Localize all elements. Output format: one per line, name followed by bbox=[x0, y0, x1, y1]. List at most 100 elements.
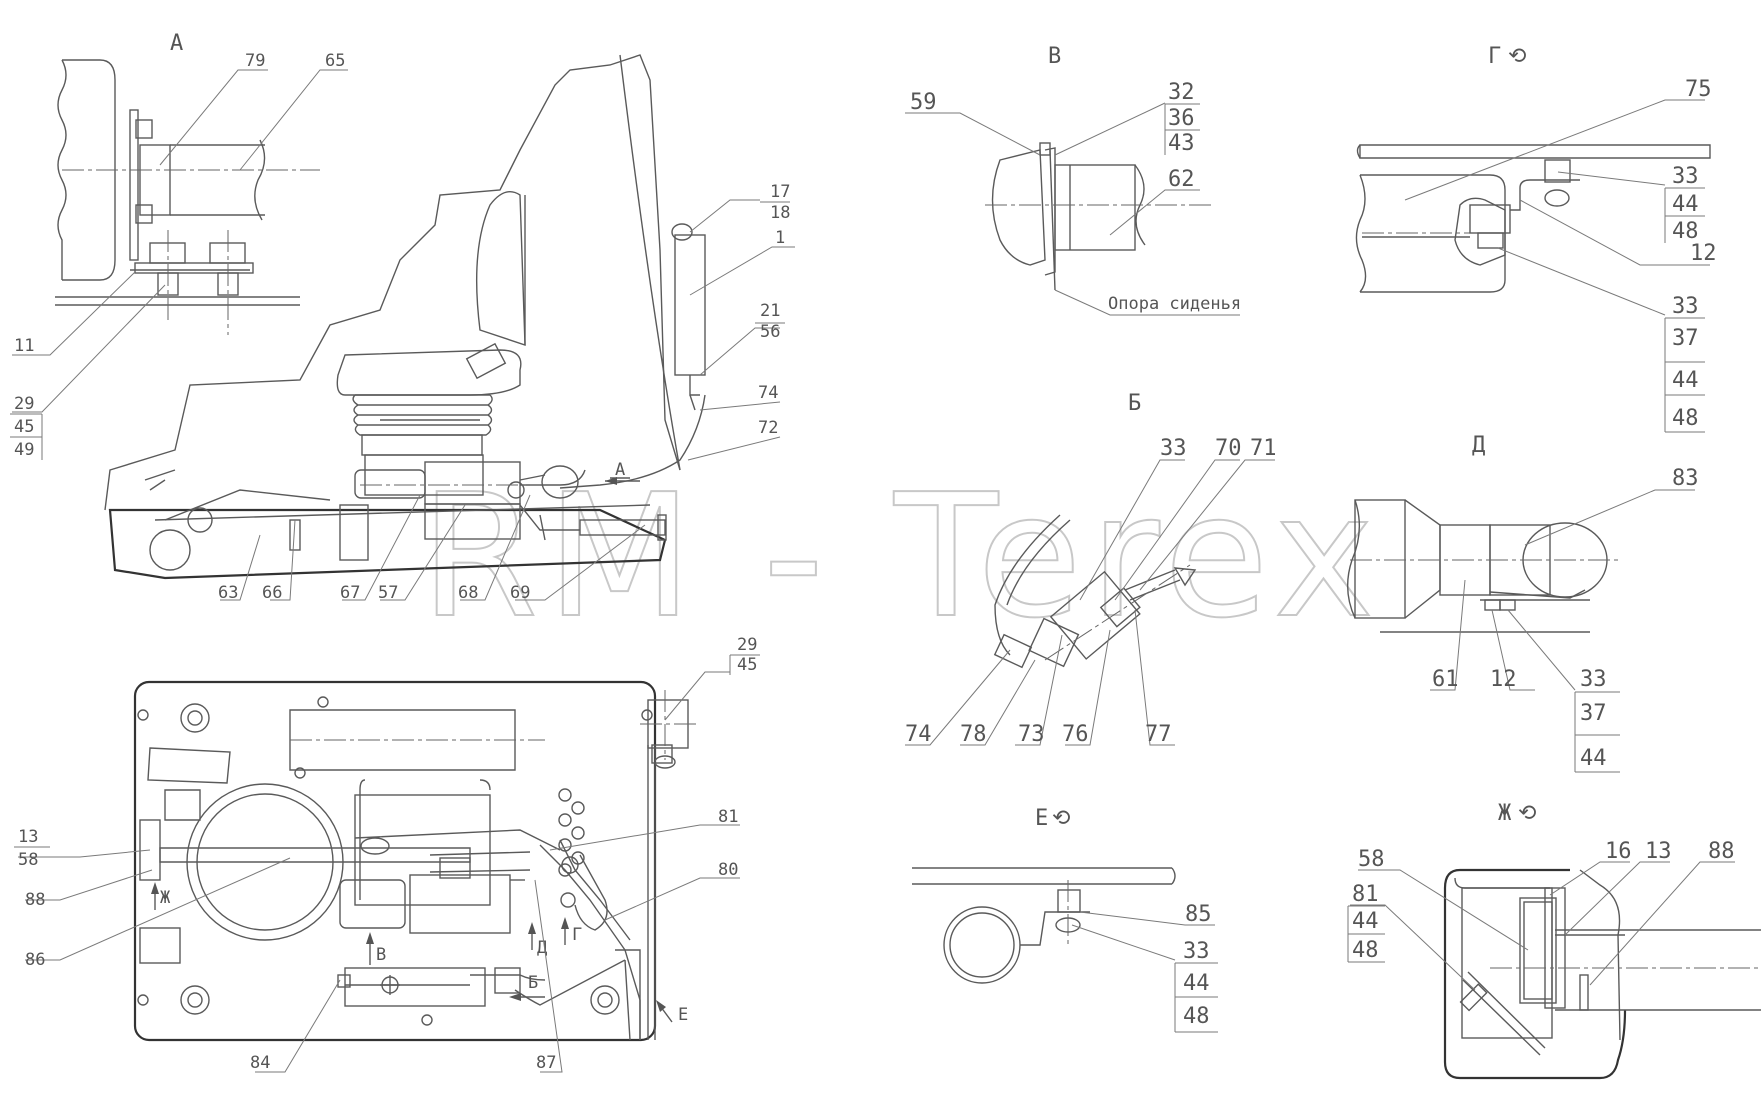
svg-text:Г: Г bbox=[1488, 44, 1501, 69]
view-e: Е ⟲ 85 33 44 48 bbox=[912, 806, 1218, 1033]
callout-88-zh: 88 bbox=[1708, 839, 1735, 864]
view-a: А 79 65 11 29 45 49 bbox=[10, 31, 348, 460]
svg-text:48: 48 bbox=[1352, 938, 1379, 963]
callout-68: 68 bbox=[458, 583, 478, 603]
callout-1: 1 bbox=[775, 228, 785, 248]
callout-16: 16 bbox=[1605, 839, 1632, 864]
svg-text:17: 17 bbox=[770, 182, 790, 202]
callout-59: 59 bbox=[910, 90, 937, 115]
svg-text:44: 44 bbox=[1672, 192, 1699, 217]
rotation-icon: ⟲ bbox=[1508, 44, 1526, 69]
svg-text:81: 81 bbox=[1352, 882, 1379, 907]
svg-text:44: 44 bbox=[1580, 746, 1607, 771]
svg-text:48: 48 bbox=[1183, 1004, 1210, 1029]
callout-86: 86 bbox=[25, 950, 45, 970]
view-d-title: Д bbox=[1472, 433, 1485, 458]
callout-12-d: 12 bbox=[1490, 667, 1517, 692]
callout-71: 71 bbox=[1250, 436, 1277, 461]
callout-66: 66 bbox=[262, 583, 282, 603]
view-v-title: В bbox=[1048, 44, 1061, 69]
callout-stack-13-58: 13 58 bbox=[14, 827, 50, 870]
svg-text:33: 33 bbox=[1580, 667, 1607, 692]
svg-text:18: 18 bbox=[770, 203, 790, 223]
callout-65: 65 bbox=[325, 51, 345, 71]
callout-62: 62 bbox=[1168, 167, 1195, 192]
arrow-label-v: В bbox=[376, 945, 386, 965]
callout-70: 70 bbox=[1215, 436, 1242, 461]
callout-84: 84 bbox=[250, 1053, 270, 1073]
arrow-label-e: Е bbox=[678, 1005, 688, 1025]
svg-text:36: 36 bbox=[1168, 106, 1195, 131]
view-zh-title: Ж ⟲ bbox=[1498, 801, 1536, 826]
callout-13-zh: 13 bbox=[1645, 839, 1672, 864]
callout-58-zh: 58 bbox=[1358, 847, 1385, 872]
callout-73: 73 bbox=[1018, 722, 1045, 747]
svg-text:44: 44 bbox=[1352, 909, 1379, 934]
svg-text:37: 37 bbox=[1672, 326, 1699, 351]
view-zh: Ж ⟲ 58 16 13 88 81 44 48 bbox=[1347, 801, 1761, 1080]
svg-text:48: 48 bbox=[1672, 406, 1699, 431]
hole-pattern bbox=[558, 788, 585, 877]
svg-text:13: 13 bbox=[18, 827, 38, 847]
callout-72: 72 bbox=[758, 418, 778, 438]
callout-11: 11 bbox=[14, 336, 34, 356]
callout-stack-29-45: 29 45 bbox=[729, 635, 760, 675]
view-g-title: Г ⟲ bbox=[1488, 44, 1526, 69]
callout-stack-33-44-48-e: 33 44 48 bbox=[1174, 939, 1218, 1033]
view-d: Д 83 61 12 33 37 44 bbox=[1347, 433, 1699, 773]
svg-text:33: 33 bbox=[1183, 939, 1210, 964]
callout-87: 87 bbox=[536, 1053, 556, 1073]
callout-stack-33-44-48-a: 33 44 48 bbox=[1664, 164, 1705, 244]
callout-12-g: 12 bbox=[1690, 241, 1717, 266]
arrow-label-zh: Ж bbox=[160, 888, 171, 908]
svg-text:56: 56 bbox=[760, 322, 780, 342]
svg-text:32: 32 bbox=[1168, 80, 1195, 105]
svg-text:48: 48 bbox=[1672, 219, 1699, 244]
svg-text:29: 29 bbox=[14, 394, 34, 414]
svg-text:37: 37 bbox=[1580, 701, 1607, 726]
callout-33-b: 33 bbox=[1160, 436, 1187, 461]
callout-69: 69 bbox=[510, 583, 530, 603]
callout-88-plan: 88 bbox=[25, 890, 45, 910]
view-g: Г ⟲ 75 33 44 48 12 33 3 bbox=[1355, 44, 1717, 433]
callout-81-plan: 81 bbox=[718, 807, 738, 827]
svg-text:33: 33 bbox=[1672, 294, 1699, 319]
svg-text:21: 21 bbox=[760, 301, 780, 321]
arrow-label-d: Д bbox=[537, 938, 547, 958]
callout-stack-21-56: 21 56 bbox=[755, 301, 785, 342]
svg-text:49: 49 bbox=[14, 440, 34, 460]
arrow-label-a: А bbox=[615, 460, 625, 480]
side-view: А 17 18 1 21 56 74 72 63 66 67 57 68 bbox=[104, 54, 795, 603]
callout-75: 75 bbox=[1685, 77, 1712, 102]
callout-77: 77 bbox=[1145, 722, 1172, 747]
rotation-icon: ⟲ bbox=[1052, 806, 1070, 831]
svg-text:44: 44 bbox=[1183, 971, 1210, 996]
svg-text:Ж: Ж bbox=[1498, 801, 1512, 826]
callout-83: 83 bbox=[1672, 466, 1699, 491]
view-v: В 59 32 36 43 62 Опора сиденья bbox=[905, 44, 1241, 316]
callout-stack-81-44-48: 81 44 48 bbox=[1347, 882, 1385, 963]
callout-79: 79 bbox=[245, 51, 265, 71]
svg-text:33: 33 bbox=[1672, 164, 1699, 189]
callout-61: 61 bbox=[1432, 667, 1459, 692]
callout-78: 78 bbox=[960, 722, 987, 747]
view-b: Б 33 70 71 74 78 73 76 77 bbox=[905, 391, 1277, 747]
callout-stack-32-36-43: 32 36 43 bbox=[1164, 80, 1200, 156]
callout-stack-29-45-49: 29 45 49 bbox=[10, 394, 43, 460]
view-b-title: Б bbox=[1128, 391, 1141, 416]
view-a-title: А bbox=[170, 31, 183, 56]
view-e-title: Е ⟲ bbox=[1035, 806, 1070, 831]
note-seat-support: Опора сиденья bbox=[1108, 294, 1241, 314]
callout-85: 85 bbox=[1185, 902, 1212, 927]
callout-stack-33-37-44-48: 33 37 44 48 bbox=[1664, 294, 1705, 433]
svg-text:29: 29 bbox=[737, 635, 757, 655]
svg-text:58: 58 bbox=[18, 850, 38, 870]
callout-80: 80 bbox=[718, 860, 738, 880]
svg-text:45: 45 bbox=[14, 417, 34, 437]
arrow-label-g: Г bbox=[572, 925, 582, 945]
callout-67: 67 bbox=[340, 583, 360, 603]
callout-76: 76 bbox=[1062, 722, 1089, 747]
watermark: RM - Terex bbox=[420, 458, 1382, 656]
plan-view: В Д Г Б Е Ж 29 45 13 58 88 86 bbox=[14, 635, 760, 1073]
